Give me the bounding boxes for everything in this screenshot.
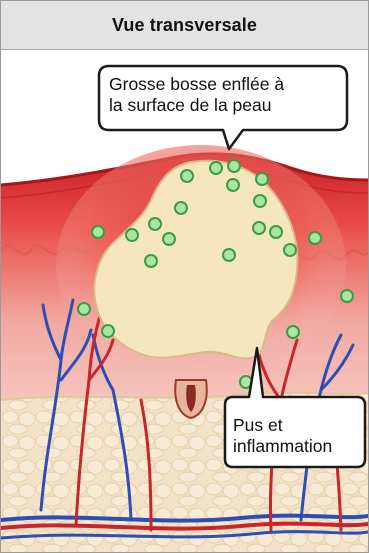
callout-top-line-2: la surface de la peau bbox=[109, 95, 349, 116]
callout-top-line-1: Grosse bosse enflée à bbox=[109, 74, 349, 95]
diagram-title: Vue transversale bbox=[112, 15, 257, 36]
callout-bottom-line-2: inflammation bbox=[233, 436, 363, 457]
callout-top-text: Grosse bosse enflée à la surface de la p… bbox=[109, 74, 349, 116]
diagram-header: Vue transversale bbox=[1, 1, 368, 50]
skin-cross-section-illustration bbox=[1, 50, 368, 552]
callout-bottom-line-1: Pus et bbox=[233, 415, 363, 436]
callout-bottom-text: Pus et inflammation bbox=[233, 415, 363, 457]
